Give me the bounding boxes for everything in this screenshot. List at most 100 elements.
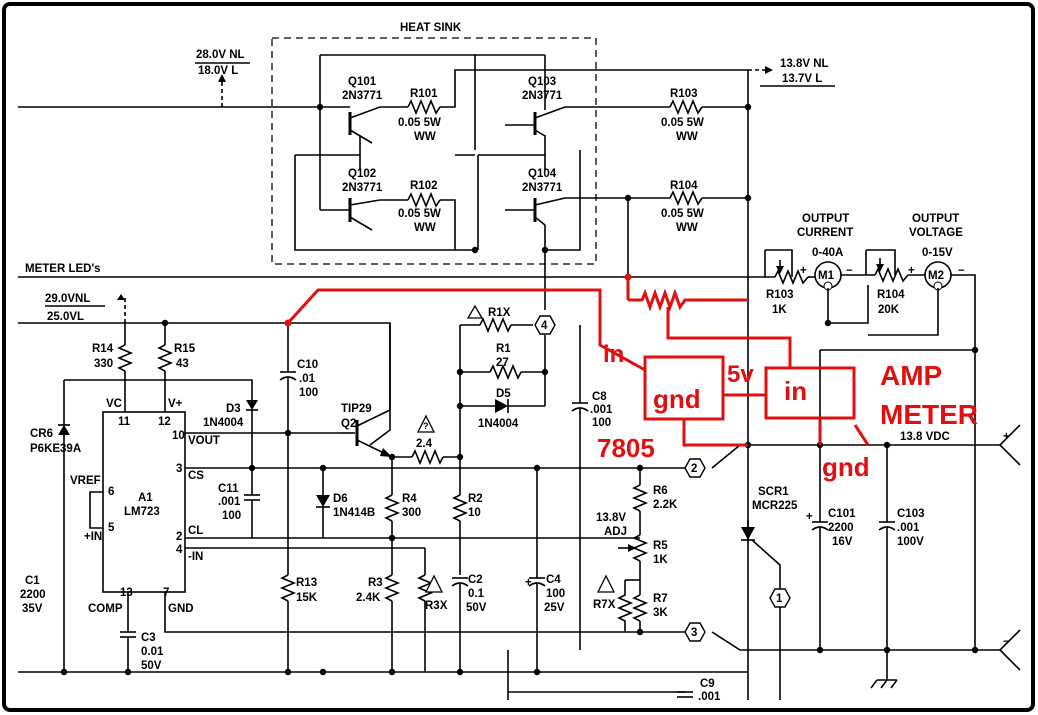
pot-r104-value: 20K bbox=[878, 304, 900, 316]
c10-label: C10 bbox=[297, 359, 318, 371]
output-voltage-label2: VOLTAGE bbox=[909, 227, 963, 239]
pin-gnd-label: GND bbox=[168, 603, 194, 615]
pin-comp-label: COMP bbox=[88, 603, 123, 615]
c103-label: C103 bbox=[897, 508, 925, 520]
pin-5: 5 bbox=[108, 522, 115, 534]
triangle-mark: ? bbox=[423, 421, 429, 431]
input-nl-label: 28.0V NL bbox=[196, 49, 245, 61]
c8-value: .001 bbox=[590, 404, 613, 416]
r2-label: R2 bbox=[468, 493, 483, 505]
q104-label: Q104 bbox=[528, 168, 557, 180]
pin-12: 12 bbox=[158, 416, 171, 428]
c10-voltage: 100 bbox=[299, 387, 318, 399]
node-4 bbox=[534, 315, 556, 335]
c103-voltage: 100V bbox=[897, 536, 924, 548]
c4-label: C4 bbox=[546, 574, 561, 586]
q104-part: 2N3771 bbox=[522, 182, 563, 194]
adj-label: ADJ bbox=[604, 526, 627, 538]
c4-value: 100 bbox=[546, 588, 565, 600]
c1-label: C1 bbox=[25, 575, 40, 587]
r2-value: 10 bbox=[468, 507, 481, 519]
pin-vc-label: VC bbox=[106, 398, 122, 410]
scr1-part: MCR225 bbox=[752, 500, 798, 512]
m1-minus: − bbox=[846, 265, 853, 277]
r102-type: WW bbox=[414, 222, 436, 234]
d6-part: 1N414B bbox=[333, 507, 375, 519]
q103-label: Q103 bbox=[528, 76, 556, 88]
q102-transistor bbox=[320, 198, 381, 231]
q101-label: Q101 bbox=[348, 76, 377, 88]
annotation-gnd-box: gnd bbox=[653, 384, 701, 414]
pin-2: 2 bbox=[176, 531, 182, 543]
q102-label: Q102 bbox=[348, 168, 376, 180]
output-l-label: 13.7V L bbox=[782, 73, 822, 85]
d5-part: 1N4004 bbox=[478, 418, 519, 430]
output-vdc-label: 13.8 VDC bbox=[900, 431, 950, 443]
node-1-label: 1 bbox=[776, 593, 783, 605]
r103-label: R103 bbox=[670, 88, 698, 100]
node-2-label: 2 bbox=[691, 463, 697, 475]
c9-value: .001 bbox=[698, 691, 721, 703]
r3x-label: R3X bbox=[425, 600, 448, 612]
c9-label: C9 bbox=[700, 678, 715, 690]
r3-label: R3 bbox=[368, 577, 383, 589]
r6-value: 2.2K bbox=[653, 499, 678, 511]
pin-vout-label: VOUT bbox=[188, 435, 220, 447]
c11-label: C11 bbox=[218, 483, 239, 495]
pot-r104-label: R104 bbox=[877, 289, 905, 301]
q101-part: 2N3771 bbox=[342, 90, 383, 102]
r4-label: R4 bbox=[402, 493, 417, 505]
pin-cs-label: CS bbox=[188, 470, 204, 482]
heat-sink-label: HEAT SINK bbox=[400, 22, 462, 34]
pin-vref-label: VREF bbox=[70, 475, 101, 487]
power-wiring bbox=[18, 54, 835, 700]
q101-transistor bbox=[348, 106, 381, 144]
cr6-part: P6KE39A bbox=[30, 443, 81, 455]
d3-part: 1N4004 bbox=[203, 417, 244, 429]
node-4-label: 4 bbox=[541, 320, 548, 332]
pin-3: 3 bbox=[176, 463, 182, 475]
pot-r103-value: 1K bbox=[772, 304, 787, 316]
annotation-amp: AMP bbox=[880, 360, 942, 391]
d3-label: D3 bbox=[226, 403, 241, 415]
r13-label: R13 bbox=[296, 577, 317, 589]
pin-7: 7 bbox=[163, 587, 169, 599]
lm723-chip bbox=[102, 411, 186, 593]
c8-label: C8 bbox=[592, 391, 607, 403]
a1-label: A1 bbox=[138, 492, 153, 504]
c3-value: 0.01 bbox=[141, 646, 164, 658]
r104-label: R104 bbox=[670, 180, 698, 192]
scr1-label: SCR1 bbox=[758, 486, 789, 498]
output-plus: + bbox=[1003, 431, 1010, 443]
output-voltage-label: OUTPUT bbox=[912, 213, 959, 225]
annotation-5v: 5v bbox=[727, 361, 754, 388]
c103-value: .001 bbox=[897, 522, 920, 534]
junction-dots bbox=[60, 103, 979, 676]
r-2-4-value: 2.4 bbox=[416, 438, 433, 450]
annotation-in-left: in bbox=[603, 341, 624, 368]
r7x-label: R7X bbox=[593, 599, 616, 611]
r7-label: R7 bbox=[653, 593, 668, 605]
c4-plus: + bbox=[525, 577, 532, 589]
r1-label: R1 bbox=[496, 343, 511, 355]
r6-label: R6 bbox=[653, 485, 668, 497]
c101-label: C101 bbox=[828, 508, 856, 520]
output-minus: − bbox=[1003, 636, 1010, 648]
c2-voltage: 50V bbox=[466, 602, 487, 614]
red-annotation-labels: in gnd 7805 5v in gnd AMP METER bbox=[597, 341, 978, 482]
pin-4: 4 bbox=[176, 544, 183, 556]
annotation-meter: METER bbox=[880, 399, 978, 430]
pin-6: 6 bbox=[108, 486, 114, 498]
r102-value: 0.05 5W bbox=[398, 208, 441, 220]
r14-value: 330 bbox=[94, 358, 113, 370]
r101-label: R101 bbox=[410, 88, 438, 100]
a1-part: LM723 bbox=[124, 506, 160, 518]
node-2 bbox=[684, 458, 706, 478]
m2-minus: − bbox=[958, 265, 965, 277]
r13-value: 15K bbox=[296, 592, 318, 604]
meter-leds-label: METER LED's bbox=[25, 263, 101, 275]
c4-voltage: 25V bbox=[544, 602, 565, 614]
output-current-label2: CURRENT bbox=[797, 227, 853, 239]
tip29-label: TIP29 bbox=[341, 403, 372, 415]
